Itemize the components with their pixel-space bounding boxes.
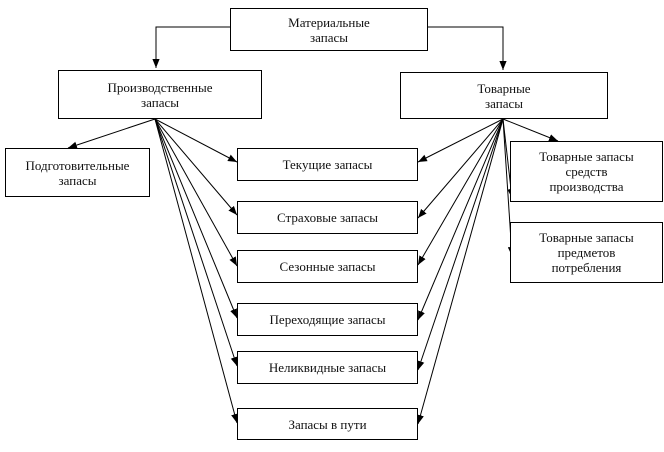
current-stock-node: Текущие запасы <box>237 148 418 181</box>
commodity-means-node: Товарные запасы средств производства <box>510 141 663 202</box>
transit-stock-node: Запасы в пути <box>237 408 418 440</box>
production-to-preparatory-arrow <box>67 118 156 149</box>
production-to-current-arrow <box>154 118 238 163</box>
illiquid-stock-node: Неликвидные запасы <box>237 351 418 384</box>
carryover-stock-node: Переходящие запасы <box>237 303 418 336</box>
production-node: Производственные запасы <box>58 70 262 119</box>
root-to-production-arrow <box>152 26 230 68</box>
safety-stock-node: Страховые запасы <box>237 201 418 234</box>
production-to-safety-arrow <box>154 118 238 216</box>
seasonal-stock-node: Сезонные запасы <box>237 250 418 283</box>
commodity-node: Товарные запасы <box>400 72 608 119</box>
commodity-to-transit-arrow <box>416 118 504 425</box>
production-to-illiquid-arrow <box>154 118 238 367</box>
commodity-to-means-arrow <box>502 118 559 142</box>
commodity-to-carryover-arrow <box>417 118 504 321</box>
production-to-carryover-arrow <box>154 118 238 319</box>
commodity-to-current-arrow <box>417 118 504 163</box>
commodity-to-safety-arrow <box>417 118 504 219</box>
root-to-commodity-arrow <box>428 26 507 70</box>
commodity-goods-node: Товарные запасы предметов потребления <box>510 222 663 283</box>
commodity-to-illiquid-arrow <box>417 118 504 371</box>
commodity-to-seasonal-arrow <box>417 118 504 266</box>
root-node: Материальные запасы <box>230 8 428 51</box>
production-to-seasonal-arrow <box>154 118 238 267</box>
production-to-transit-arrow <box>154 118 239 424</box>
preparatory-node: Подготовительные запасы <box>5 148 150 197</box>
